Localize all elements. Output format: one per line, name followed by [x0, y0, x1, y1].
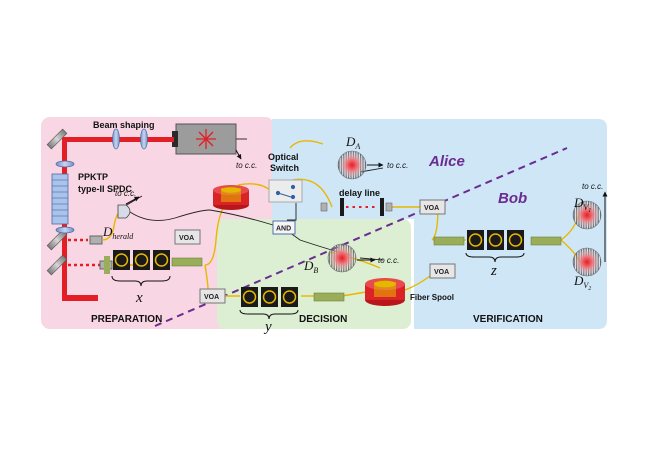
optical-switch-box [268, 179, 303, 203]
and-gate: AND [272, 220, 296, 235]
preparation-region [41, 117, 274, 329]
paddle-z: z [433, 230, 562, 279]
detector-v1 [572, 200, 602, 230]
alice-to-cc: to c.c. [387, 161, 408, 170]
optical-switch-icon [275, 184, 296, 200]
detector-alice-label: DA [345, 134, 360, 151]
detector-bob-label: DB [303, 258, 318, 275]
mirror-icon [46, 254, 68, 276]
svg-text:VOA: VOA [424, 205, 439, 212]
optical-switch-label-2: Switch [270, 163, 299, 173]
fiber-spool-prep [213, 185, 249, 210]
herald-to-cc-arrow [125, 196, 140, 205]
detector-v2 [572, 247, 602, 277]
voa-bob: VOA [429, 263, 456, 279]
paddle-x: x [104, 250, 203, 306]
svg-text:VOA: VOA [434, 269, 449, 276]
optical-switch-label-1: Optical [268, 152, 299, 162]
voa-alice: VOA [419, 199, 446, 215]
laser-output-arrow [235, 149, 242, 160]
fiber-spool-bob [365, 278, 405, 306]
paddle-y: y [239, 287, 345, 335]
fiber-spool-label: Fiber Spool [410, 293, 454, 302]
lens-icon [112, 128, 120, 150]
spdc-label: type-II SPDC [78, 184, 133, 194]
herald-to-cc: to c.c. [115, 189, 136, 198]
svg-text:AND: AND [276, 226, 291, 233]
bob-label: Bob [498, 190, 527, 207]
detector-v2-label: DV2 [573, 273, 591, 292]
svg-text:VOA: VOA [179, 235, 194, 242]
laser-star-icon [196, 129, 216, 149]
delay-line [320, 198, 393, 216]
pump-beam-dashed [68, 238, 100, 267]
ppktp-crystal [51, 173, 69, 225]
lens-icon [55, 226, 75, 234]
svg-text:x: x [135, 290, 143, 306]
preparation-label: PREPARATION [91, 314, 162, 325]
lens-icon [55, 160, 75, 168]
lens-icon [140, 128, 148, 150]
herald-detector-label: Dherald [102, 224, 134, 241]
detector-bob [327, 243, 357, 273]
svg-text:z: z [490, 263, 497, 279]
herald-detector [117, 204, 131, 219]
decision-label: DECISION [299, 314, 347, 325]
alice-label: Alice [428, 153, 465, 170]
delay-line-label: delay line [339, 188, 380, 198]
svg-text:VOA: VOA [204, 294, 219, 301]
verification-label: VERIFICATION [473, 314, 543, 325]
detector-v1-label: DV1 [573, 195, 591, 214]
laser-aperture [172, 131, 178, 147]
fiber-coupler [89, 235, 103, 245]
verification-to-cc: to c.c. [582, 182, 603, 191]
voa-decision: VOA [199, 288, 226, 304]
voa-prep: VOA [174, 229, 201, 245]
bob-to-cc: to c.c. [378, 256, 399, 265]
mirror-icon [46, 128, 68, 150]
svg-text:y: y [263, 319, 272, 335]
laser-to-cc: to c.c. [236, 161, 257, 170]
fiber-paths [101, 140, 581, 297]
ppktp-label: PPKTP [78, 172, 108, 182]
detector-alice [337, 150, 367, 180]
beam-shaping-label: Beam shaping [93, 120, 155, 130]
